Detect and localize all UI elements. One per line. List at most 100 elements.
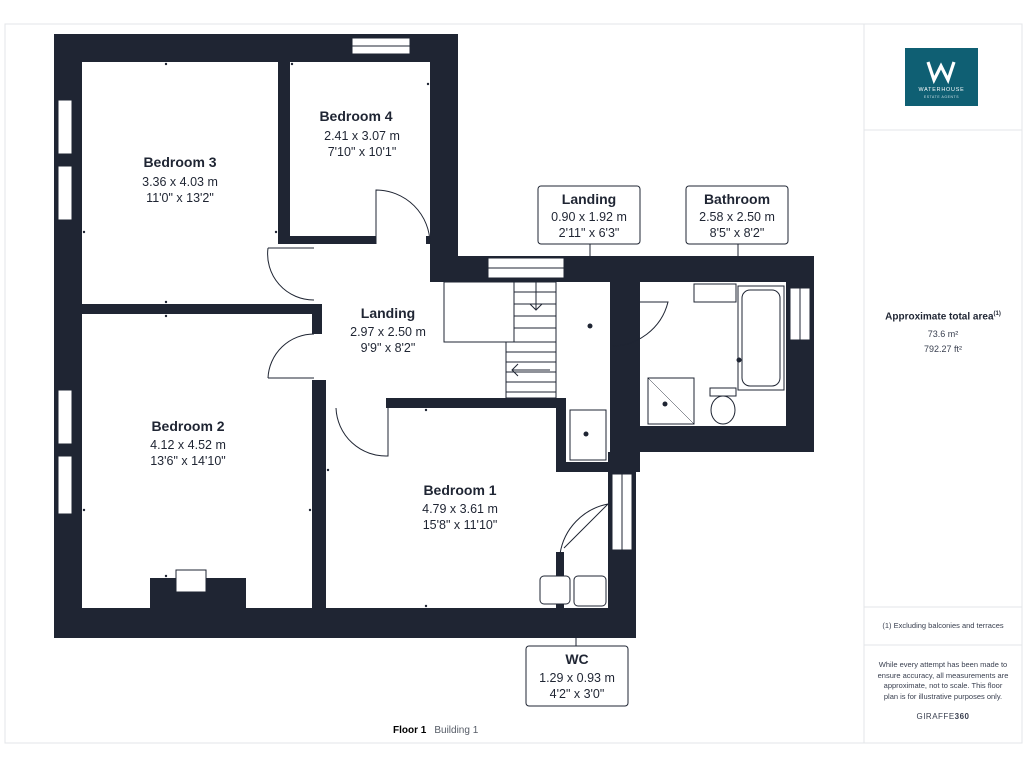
bed2-east-partition [312,380,326,608]
bed4-south-partition-a [282,236,376,244]
landing-small-name: Landing [562,191,616,207]
bathroom-callout [685,185,789,245]
landing-small-callout [537,185,641,245]
callout-stems [575,244,739,646]
bedroom4-metric: 2.41 x 3.07 m [324,129,400,143]
logo-name: WATERHOUSE [918,87,964,93]
bathtub-inner [741,289,781,387]
provider-prefix: GIRAFFE [916,712,955,721]
tick [164,574,168,578]
bed1-door [335,407,389,457]
stair-treads-lower [506,351,556,393]
tick [424,604,428,608]
bathroom-metric: 2.58 x 2.50 m [699,210,775,224]
landing-small-metric: 0.90 x 1.92 m [551,210,627,224]
bedroom3-imperial: 11'0" x 13'2" [146,191,214,205]
staircase [443,281,557,399]
stair-upper-flight [443,281,557,343]
wc-name: WC [565,651,588,667]
tick [164,300,168,304]
doors [267,189,669,555]
bed3-door [267,247,315,301]
bed1-north-partition [386,398,564,408]
landing-light [587,323,593,329]
building-label: Building 1 [434,725,478,736]
bathroom-door [609,301,669,347]
landing-name: Landing [361,305,415,321]
wc-door [559,503,609,555]
stair-lower-flight [505,341,557,399]
wc-imperial: 4'2" x 3'0" [550,687,605,701]
bedroom2-name: Bedroom 2 [151,418,224,434]
measurement-ticks [82,62,608,608]
bed3-window-1 [57,99,73,155]
tick [426,82,430,86]
tick [604,468,608,472]
stair-arrow-left [511,363,550,377]
bedroom2-imperial: 13'6" x 14'10" [150,454,226,468]
windows [57,37,811,593]
bed4-west-partition [278,54,290,244]
tick [424,408,428,412]
bath-west-wall [610,282,640,472]
landing-small-imperial: 2'11" x 6'3" [559,226,620,240]
stair-treads-upper [514,291,556,329]
logo-w-mark [926,61,956,85]
stair-landing-floor [444,282,610,398]
bedroom1-name: Bedroom 1 [423,482,496,498]
landing-imperial: 9'9" x 8'2" [361,341,416,355]
floor-label: Floor 1 [393,725,427,736]
bed2-door [267,333,315,379]
bedroom4-imperial: 7'10" x 10'1" [328,145,397,159]
area-heading-text: Approximate total area [885,311,994,323]
tick [274,230,278,234]
provider-logo: GIRAFFE360 [864,712,1022,721]
brand-logo: WATERHOUSE ESTATE AGENTS [905,48,978,106]
shower-tray-diag [647,377,695,425]
south-wall [54,608,636,638]
bedroom1-imperial: 15'8" x 11'10" [423,518,498,532]
wc-metric: 1.29 x 0.93 m [539,671,615,685]
bed4-east-wall [430,34,458,282]
tick [326,468,330,472]
cupboard-dot [583,431,589,437]
area-imperial: 792.27 ft² [923,344,963,354]
bedroom3-name: Bedroom 3 [143,154,216,170]
basin [693,283,737,303]
callout-boxes [525,185,789,707]
logo-tagline: ESTATE AGENTS [924,95,959,99]
logo-tile [905,48,978,106]
bathroom-name: Bathroom [704,191,770,207]
shower-drain [662,401,668,407]
bedroom4-name: Bedroom 4 [319,108,392,124]
tick [82,508,86,512]
tick [164,62,168,66]
bed3-window-2 [57,165,73,221]
area-heading-mark: (1) [993,311,1001,317]
footnote: (1) Excluding balconies and terraces [882,621,1004,630]
fireplace [175,569,207,593]
area-metric: 73.6 m² [927,329,959,339]
bedroom2-metric: 4.12 x 4.52 m [150,438,226,452]
bedroom3-metric: 3.36 x 4.03 m [142,175,218,189]
bathroom-east-wall [786,256,814,452]
floor-caption: Floor 1 Building 1 [393,725,479,736]
room-labels: Bedroom 3 3.36 x 4.03 m 11'0" x 13'2" Be… [142,108,775,701]
stair-arrow-down [529,282,543,311]
bed2-window-1 [57,389,73,445]
bath-tap [736,357,742,363]
landing-metric: 2.97 x 2.50 m [350,325,426,339]
tick [164,314,168,318]
tick [290,62,294,66]
toilet-cistern [709,387,737,397]
wc-basin [573,575,607,607]
landing-west-stub [312,304,322,334]
area-heading: Approximate total area(1) [864,311,1022,322]
bathroom-south-wall [610,426,814,452]
wc-north-stub [556,398,566,474]
bed4-door [375,189,431,245]
bedroom3-floor [82,62,278,304]
disclaimer: While every attempt has been made to ens… [877,660,1009,701]
